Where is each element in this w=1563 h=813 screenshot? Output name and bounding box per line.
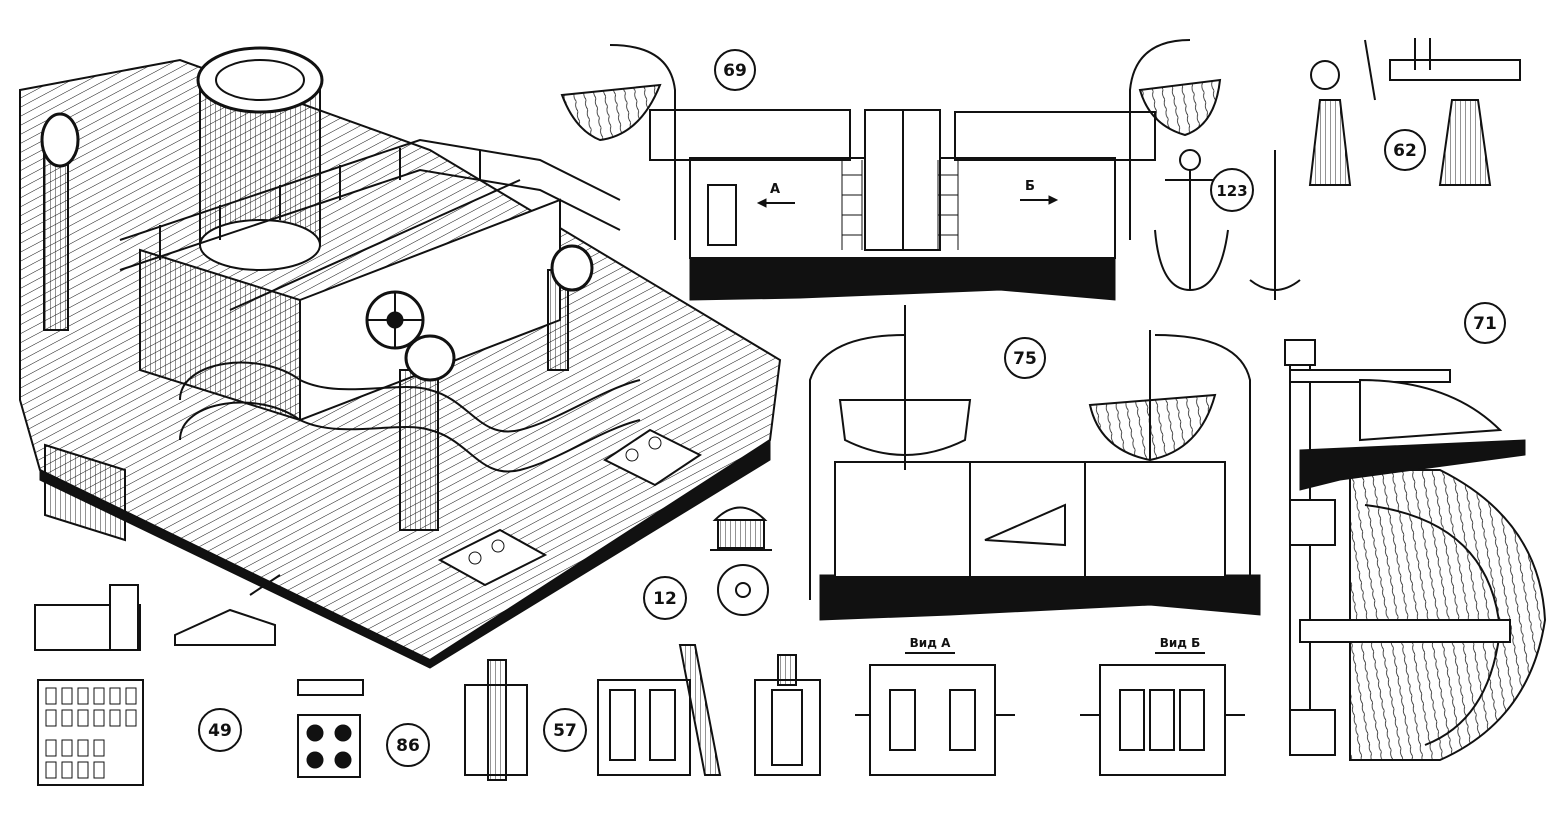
fig75-davit-left [809, 334, 906, 600]
fig69-railing-right [954, 111, 1156, 161]
isometric-deck-view [19, 46, 782, 669]
fig69-door-left [707, 184, 737, 246]
fig123-number-badge [1210, 168, 1254, 212]
fig12-number: 12 [653, 589, 677, 609]
fig69-arrow-letter-b: Б [1025, 179, 1035, 194]
fig69-railing-left [649, 109, 851, 161]
fig71-wood-sector [1349, 469, 1547, 761]
fig75-number-badge [1004, 337, 1046, 379]
fig71-number-badge [1464, 302, 1506, 344]
fig69-arrow-letter-a: А [770, 182, 780, 197]
view-a-elevation: Вид А [855, 636, 1015, 776]
fig57-number: 57 [553, 721, 577, 741]
fig69-ladder-left [841, 160, 863, 250]
fig86-number: 86 [396, 736, 420, 756]
figure-12-fitting: 12 [643, 506, 772, 620]
fig69-davit-left [609, 44, 676, 240]
ventilator-right [547, 244, 594, 371]
figure-57-door-details: 57 [464, 644, 821, 781]
fig75-lifeboat-right [1088, 393, 1217, 462]
fig49-skylight [174, 608, 276, 646]
fig75-hull-base [819, 574, 1261, 621]
fig75-davit-right [1154, 334, 1251, 600]
fig62-number: 62 [1393, 141, 1417, 161]
curved-guard-rail [179, 361, 641, 433]
fig57-number-badge [543, 708, 587, 752]
bulwark-panel [44, 443, 126, 542]
fig123-number: 123 [1216, 182, 1247, 200]
deck-hatch-bottom [437, 528, 548, 587]
fig69-number-badge [714, 49, 756, 91]
fig86-number-badge [386, 723, 430, 767]
ventilator-center [399, 334, 456, 531]
deck-hatch-right [603, 428, 702, 487]
view-a-label: Вид А [910, 636, 951, 650]
view-b-label: Вид Б [1160, 636, 1201, 650]
figure-123-anchor: 123 [1154, 149, 1301, 300]
steering-wheel [365, 290, 425, 350]
view-b-elevation: Вид Б [1080, 636, 1245, 776]
fig69-ladder-right [937, 160, 959, 250]
fig86-hatch-plan [297, 714, 361, 778]
ventilator-left [40, 112, 80, 331]
hull-side-band [39, 439, 771, 669]
fig49-number: 49 [208, 721, 232, 741]
fig62-stand-right [1438, 99, 1492, 186]
fig69-davit-right [1129, 39, 1191, 240]
view-a-house [869, 664, 996, 776]
figure-69-lifeboat-deck-elevation: А Б 69 [560, 39, 1222, 301]
fig69-number: 69 [723, 61, 747, 81]
bridge-railing [119, 138, 621, 311]
fig12-number-badge [643, 576, 687, 620]
fig75-number: 75 [1013, 349, 1037, 369]
fig49-window-grid [45, 687, 137, 779]
fig62-number-badge [1384, 129, 1426, 171]
figure-62-winch-stands: 62 [1308, 38, 1521, 186]
figure-75-section-view: 75 [809, 305, 1261, 621]
funnel [196, 46, 324, 271]
figure-86-hatch: 86 [297, 679, 430, 778]
fig71-number: 71 [1473, 314, 1497, 334]
fig49-number-badge [198, 708, 242, 752]
fig49-plan-view [37, 679, 144, 786]
fig69-lifeboat-left [560, 83, 662, 142]
figure-49-deckhouse-skylight: 49 [34, 574, 281, 786]
fig62-stand-left [1308, 99, 1352, 186]
fig69-lifeboat-right [1138, 78, 1222, 137]
figure-71-steering-quadrant: 71 [1284, 302, 1547, 761]
